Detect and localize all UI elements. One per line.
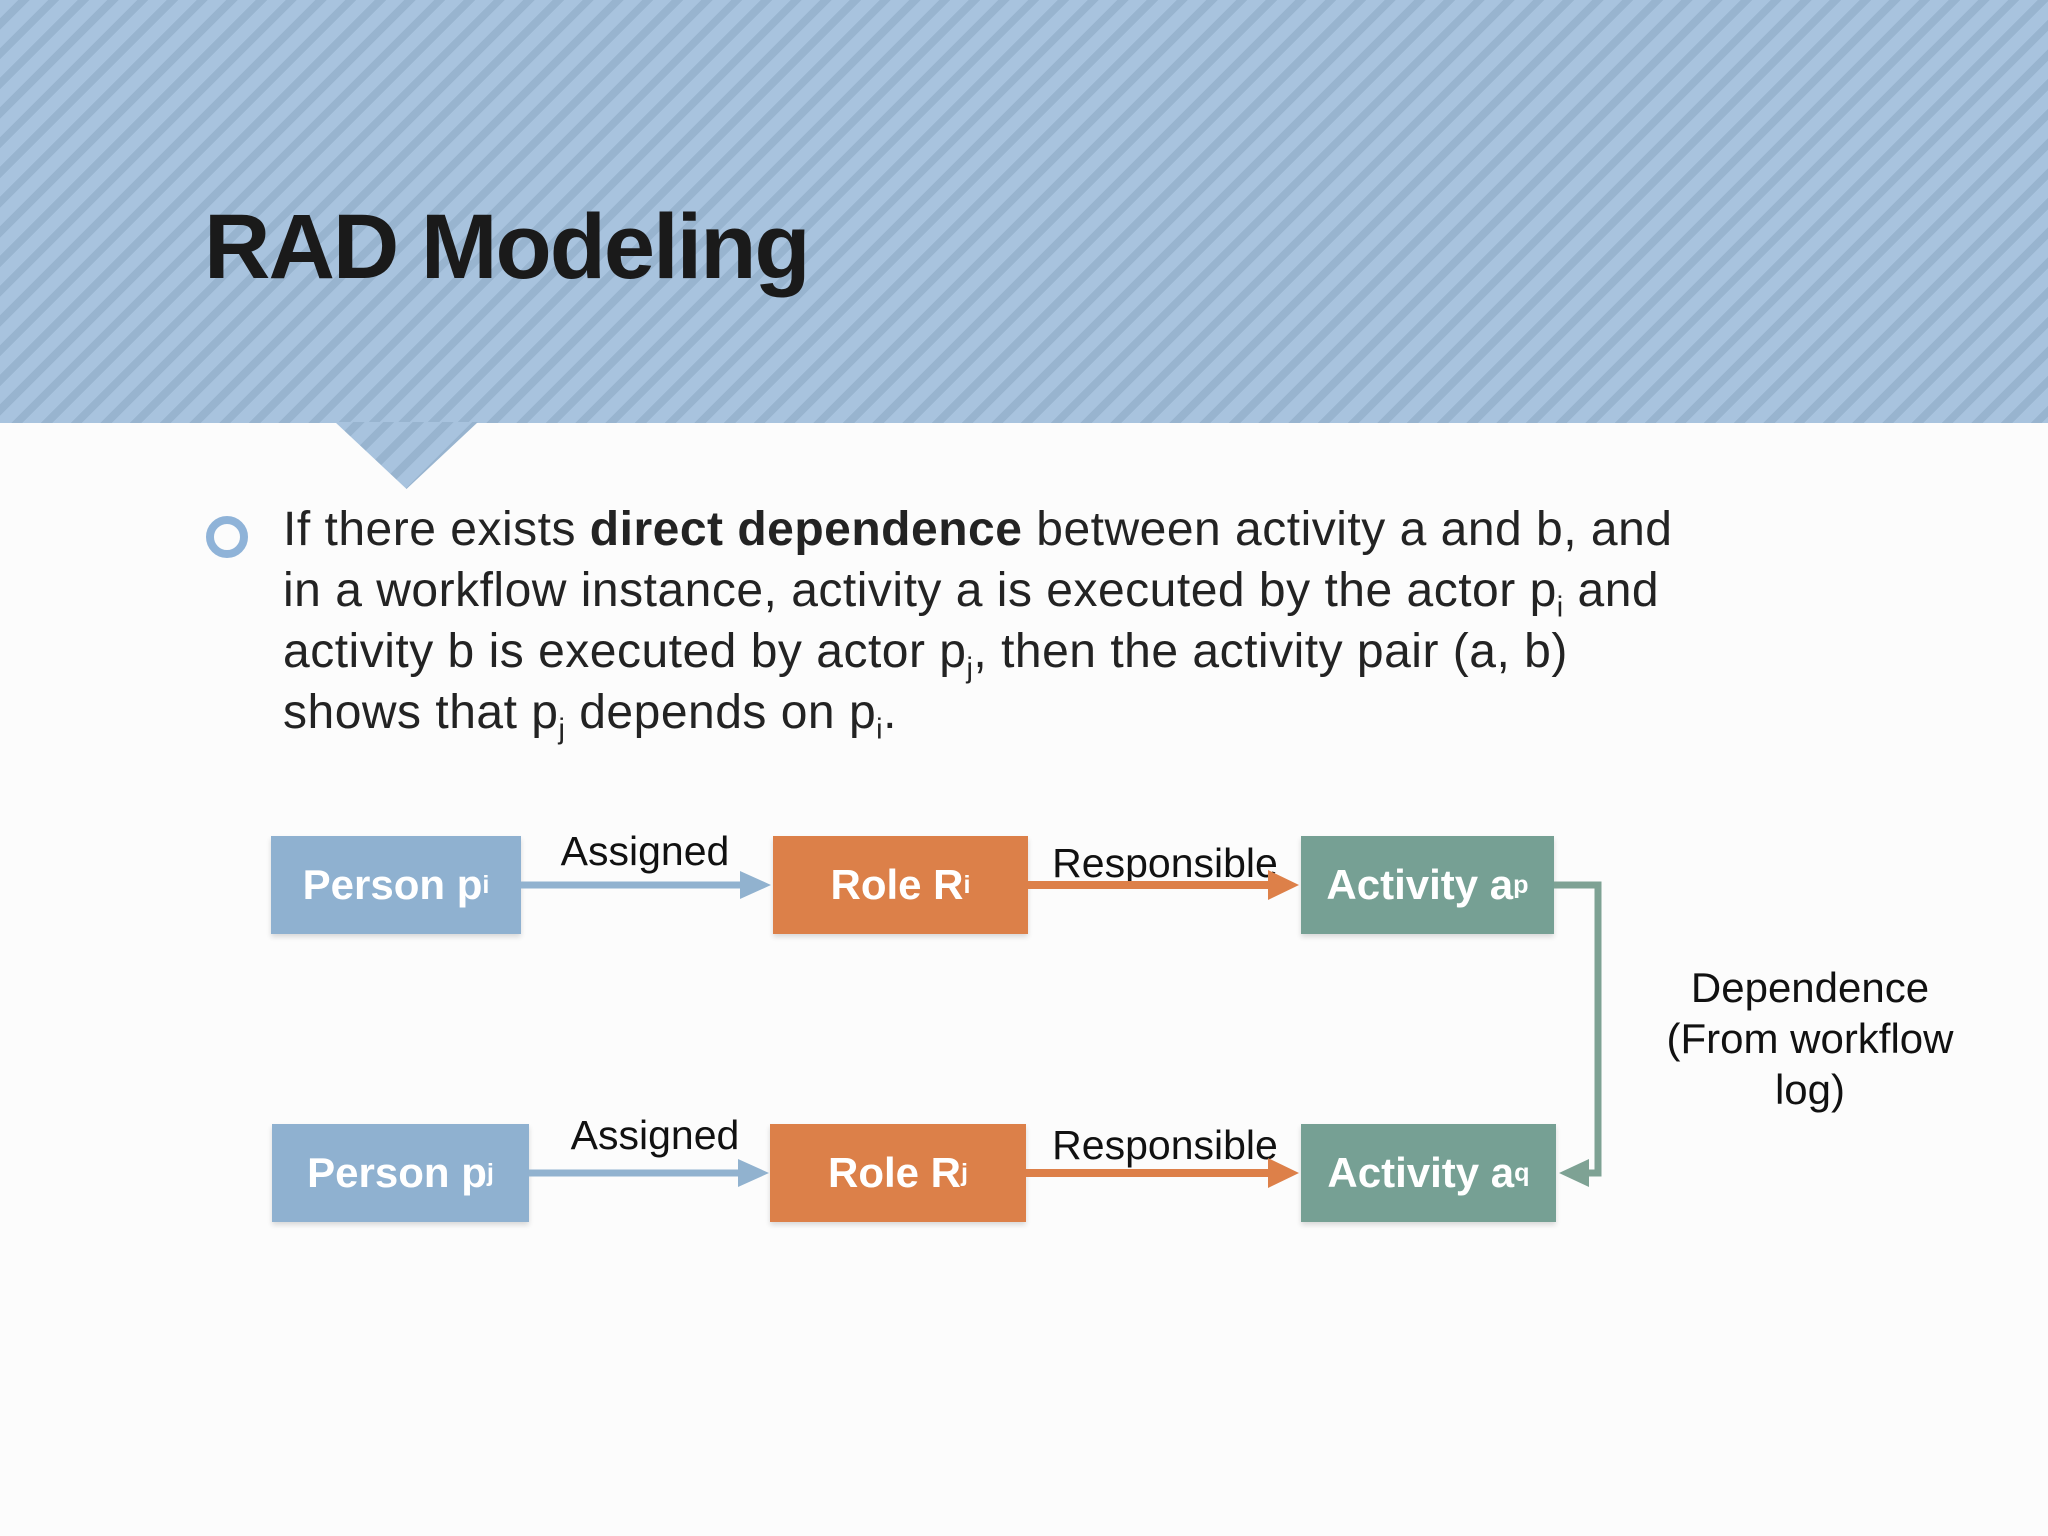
dependence-arrow (1554, 881, 1602, 1187)
paragraph-line: activity b is executed by actor pj, then… (283, 625, 1568, 685)
paragraph-line: shows that pj depends on pi. (283, 686, 897, 746)
assigned-arrow-row2 (529, 1159, 769, 1187)
dependence-label: Dependence (From workflow log) (1628, 962, 1992, 1115)
slide-title: RAD Modeling (204, 196, 811, 298)
activity-ap-label: Activity a (1326, 861, 1514, 908)
paragraph-line: If there exists direct dependence betwee… (283, 503, 1673, 556)
bullet-paragraph: If there exists direct dependence betwee… (283, 499, 1933, 746)
role-rj-label: Role R (827, 1149, 961, 1196)
assigned-label-row1: Assigned (560, 828, 730, 874)
assigned-arrow-row1 (521, 871, 771, 899)
ring-bullet-icon (206, 516, 248, 558)
person-pj-label: Person p (307, 1149, 487, 1196)
paragraph-line: in a workflow instance, activity a is ex… (283, 564, 1660, 624)
header-band (0, 0, 2048, 423)
person-pi-label: Person p (302, 861, 483, 908)
responsible-label-row2: Responsible (1052, 1122, 1278, 1168)
role-ri-label: Role R (830, 861, 964, 908)
dependence-label-line1: Dependence (1690, 964, 1930, 1011)
dependence-label-line2: (From workflow log) (1666, 1015, 1954, 1113)
responsible-label-row1: Responsible (1052, 840, 1278, 886)
header-band-tail (335, 422, 478, 489)
activity-aq-label: Activity a (1327, 1149, 1515, 1196)
assigned-label-row2: Assigned (570, 1112, 740, 1158)
